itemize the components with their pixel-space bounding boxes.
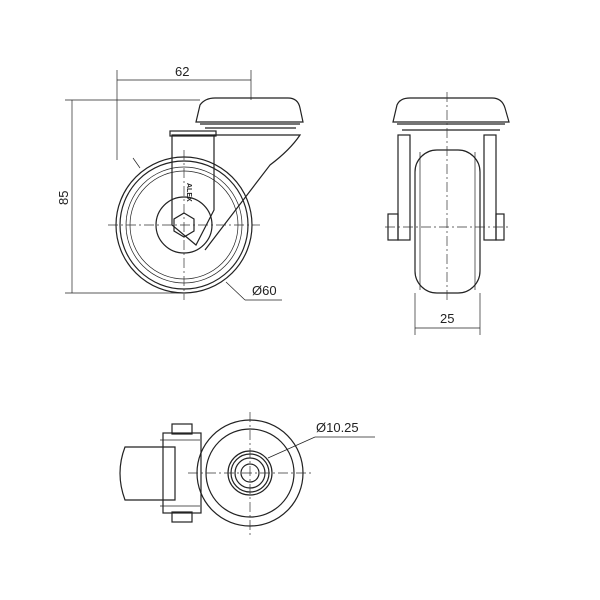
dimension-width: 62 — [116, 64, 252, 160]
width-label: 62 — [175, 64, 189, 79]
wheel-width-label: 25 — [440, 311, 454, 326]
dimension-bore-diameter: Ø10.25 — [267, 420, 375, 459]
dimension-height: 85 — [56, 99, 200, 294]
logo-text: ALEX — [185, 183, 192, 202]
bore-diameter-label: Ø10.25 — [316, 420, 359, 435]
dimension-wheel-diameter: Ø60 — [132, 157, 282, 301]
front-view — [385, 92, 510, 300]
height-label: 85 — [56, 191, 71, 205]
dimension-wheel-width: 25 — [414, 293, 481, 335]
side-view: ALEX — [108, 97, 304, 300]
bottom-view — [119, 412, 312, 535]
wheel-diameter-label: Ø60 — [252, 283, 277, 298]
